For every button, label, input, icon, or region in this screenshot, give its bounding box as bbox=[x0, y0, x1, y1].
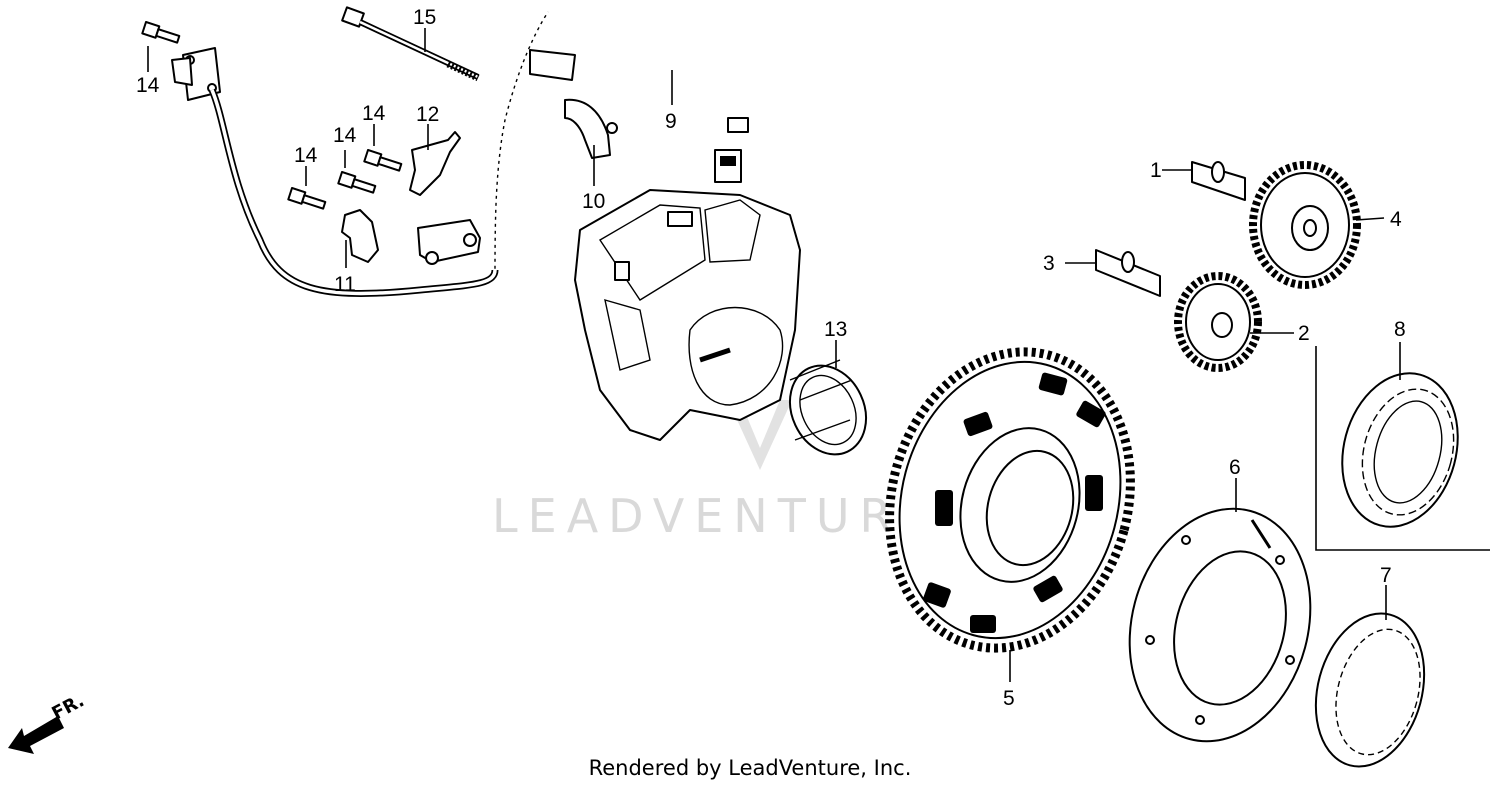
small-bolts-14 bbox=[141, 21, 403, 210]
part-label: 1 bbox=[1150, 159, 1162, 182]
front-direction-indicator: FR. bbox=[8, 690, 88, 754]
part-label: 5 bbox=[1003, 687, 1015, 710]
one-way-rollers bbox=[923, 372, 1106, 633]
part-label: 14 bbox=[333, 124, 357, 147]
watermark-text: LEADVENTURE bbox=[492, 489, 941, 543]
one-way-clutch-7 bbox=[1314, 612, 1426, 768]
part-label: 8 bbox=[1394, 318, 1406, 341]
part-label: 10 bbox=[582, 190, 605, 213]
part-label: 12 bbox=[416, 103, 439, 126]
part-label: 13 bbox=[824, 318, 847, 341]
part-label: 4 bbox=[1390, 208, 1402, 231]
part-label: 14 bbox=[294, 144, 318, 167]
sensor-with-cable bbox=[171, 47, 499, 297]
long-bolt-15 bbox=[341, 6, 480, 82]
part-label: 3 bbox=[1043, 252, 1055, 275]
part-labels: 1 2 3 4 5 6 7 8 9 10 11 12 13 14 14 14 1… bbox=[136, 6, 1406, 710]
leadventure-watermark: LEADVENTURE bbox=[492, 400, 941, 543]
part-label: 9 bbox=[665, 110, 677, 133]
one-way-clutch-8 bbox=[1341, 372, 1459, 528]
leader-lines bbox=[147, 28, 1490, 682]
clamp-10 bbox=[564, 98, 611, 159]
idle-gears bbox=[1095, 161, 1361, 372]
needle-bearing-13 bbox=[789, 359, 867, 456]
part-label: 14 bbox=[136, 74, 160, 97]
part-label: 14 bbox=[362, 102, 386, 125]
part-label: 2 bbox=[1298, 322, 1310, 345]
part-label: 11 bbox=[334, 273, 356, 296]
bracket-11 bbox=[341, 209, 379, 263]
starter-driven-gear-5 bbox=[885, 347, 1135, 653]
brackets bbox=[341, 98, 618, 265]
part-label: 6 bbox=[1229, 456, 1241, 479]
part-label: 15 bbox=[413, 6, 436, 29]
front-arrow-icon bbox=[8, 716, 64, 754]
wire-harness-9 bbox=[491, 10, 749, 271]
bracket-12 bbox=[409, 131, 461, 196]
engine-crankcase bbox=[574, 189, 801, 441]
part-label: 7 bbox=[1380, 564, 1392, 587]
starter-clutch-outer-6 bbox=[1128, 507, 1312, 743]
render-credit: Rendered by LeadVenture, Inc. bbox=[588, 756, 912, 780]
